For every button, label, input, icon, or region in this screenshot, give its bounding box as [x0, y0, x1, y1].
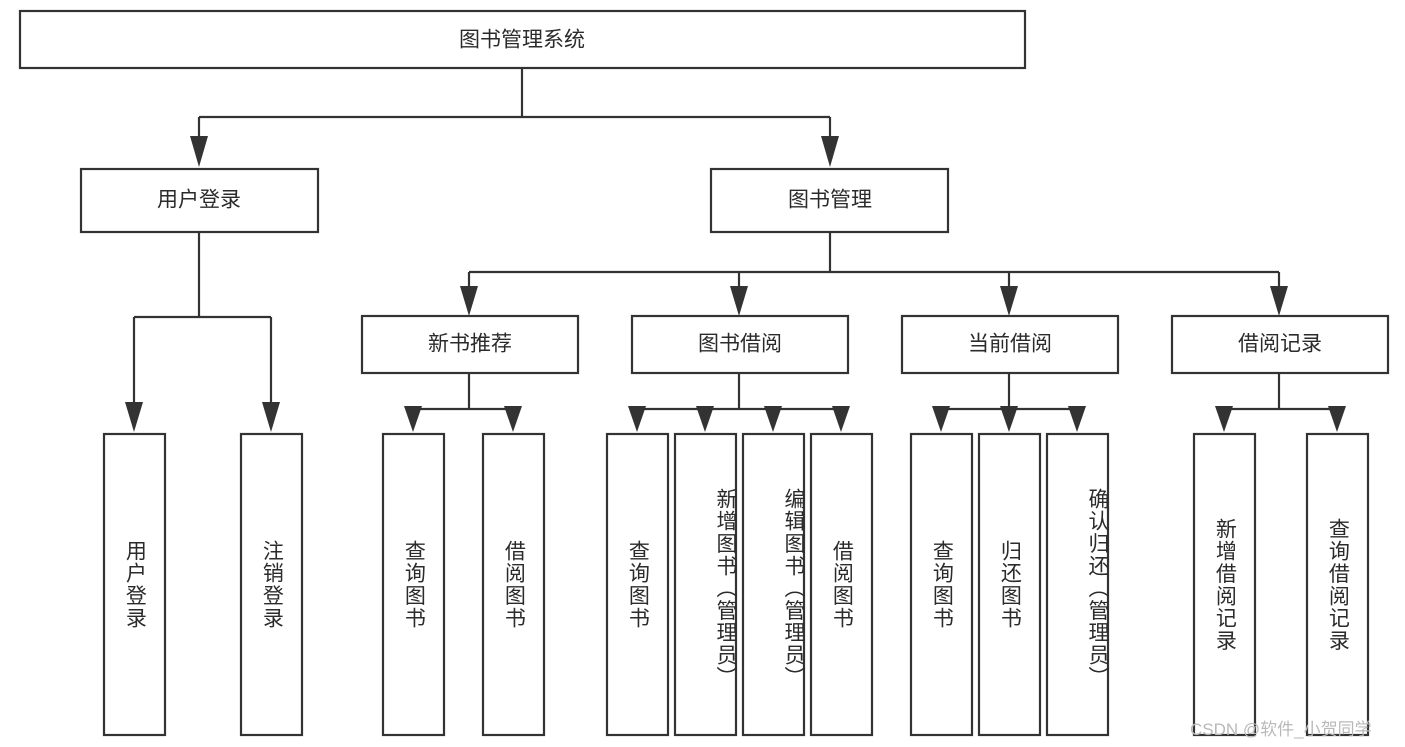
arrowhead-leaf-user-login [125, 402, 143, 432]
node-current-borrow-label: 当前借阅 [968, 333, 1052, 356]
arrowhead-br-query-record [1328, 406, 1346, 432]
node-borrow-record-box[interactable] [1170, 314, 1390, 375]
csdn-watermark: CSDN @软件_小贺同学 [1190, 720, 1372, 739]
edge-group-borrow-record [1215, 373, 1346, 432]
node-root-label: 图书管理系统 [459, 29, 585, 52]
arrowhead-book-manage [821, 136, 839, 167]
leaf-box-nb-query-book[interactable] [381, 432, 446, 737]
arrowhead-leaf-logout [262, 402, 280, 432]
node-root-box[interactable] [18, 9, 1027, 70]
node-new-book-recommend-box[interactable] [360, 314, 580, 375]
leaf-box-logout[interactable] [239, 432, 304, 737]
node-current-borrow[interactable]: 当前借阅 [900, 314, 1120, 375]
node-book-borrow[interactable]: 图书借阅 [630, 314, 850, 375]
node-book-manage-label: 图书管理 [788, 189, 872, 212]
leaf-box-bb-query-book[interactable] [605, 432, 670, 737]
node-book-manage[interactable]: 图书管理 [709, 167, 950, 234]
arrowhead-cb-return-book [1000, 406, 1018, 432]
node-book-borrow-label: 图书借阅 [698, 333, 782, 356]
arrowhead-bb-query-book [628, 406, 646, 432]
leaf-box-br-add-record[interactable] [1192, 432, 1257, 737]
leaf-box-bb-borrow-book[interactable] [809, 432, 874, 737]
edge-group-current-borrow [932, 373, 1086, 432]
node-current-borrow-box[interactable] [900, 314, 1120, 375]
edge-group-user-login [125, 232, 280, 432]
node-new-book-recommend-label: 新书推荐 [428, 333, 512, 356]
leaf-box-br-query-record[interactable] [1305, 432, 1370, 737]
node-root[interactable]: 图书管理系统 [18, 9, 1027, 70]
edge-group-book-borrow [628, 373, 850, 432]
arrowhead-nb-query-book [404, 406, 422, 432]
leaf-box-user-login[interactable] [102, 432, 167, 737]
leaf-box-cb-query-book[interactable] [909, 432, 974, 737]
node-borrow-record[interactable]: 借阅记录 [1170, 314, 1390, 375]
leaf-box-nb-borrow-book[interactable] [481, 432, 546, 737]
node-user-login[interactable]: 用户登录 [79, 167, 320, 234]
node-user-login-box[interactable] [79, 167, 320, 234]
arrowhead-book-borrow [730, 286, 748, 316]
leaf-box-bb-edit-book[interactable] [741, 432, 806, 737]
arrowhead-bb-edit-book [764, 406, 782, 432]
arrowhead-cb-query-book [932, 406, 950, 432]
leaf-box-cb-confirm-return[interactable] [1045, 432, 1110, 737]
arrowhead-current-borrow [1000, 286, 1018, 316]
edge-group-new-book [404, 373, 522, 432]
arrowhead-br-add-record [1215, 406, 1233, 432]
leaf-box-bb-add-book[interactable] [673, 432, 738, 737]
arrowhead-borrow-record [1270, 286, 1288, 316]
arrowhead-new-book [460, 286, 478, 316]
arrowhead-bb-borrow-book [832, 406, 850, 432]
arrowhead-bb-add-book [696, 406, 714, 432]
node-book-manage-box[interactable] [709, 167, 950, 234]
edge-group-book-manage [460, 232, 1288, 316]
node-borrow-record-label: 借阅记录 [1238, 333, 1322, 356]
arrowhead-user-login [190, 136, 208, 167]
node-book-borrow-box[interactable] [630, 314, 850, 375]
arrowhead-nb-borrow-book [504, 406, 522, 432]
node-new-book-recommend[interactable]: 新书推荐 [360, 314, 580, 375]
node-user-login-label: 用户登录 [157, 189, 241, 212]
leaf-box-cb-return-book[interactable] [977, 432, 1042, 737]
edge-group-root [190, 68, 839, 167]
arrowhead-cb-confirm-return [1068, 406, 1086, 432]
